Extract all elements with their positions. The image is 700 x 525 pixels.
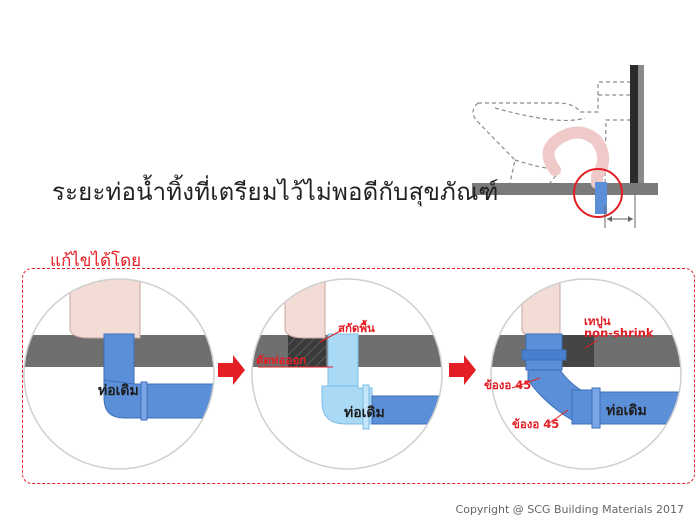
panel-3-border (490, 278, 682, 470)
panel-2-scene (252, 279, 442, 469)
elbow-label-2: ข้องอ 45 (512, 417, 560, 431)
leader-line (547, 409, 569, 425)
panel-2-border (251, 278, 443, 470)
headline: ระยะท่อน้ำทิ้งที่เตรียมไว้ไม่พอดีกับสุขภ… (52, 178, 499, 206)
floor-slab (472, 183, 658, 195)
arrow-icon (218, 355, 245, 385)
leader-line (584, 339, 599, 349)
leader-line (319, 329, 343, 343)
cut-pipe-label: ตัดท่อออก (256, 353, 307, 367)
solution-box (22, 268, 695, 484)
toilet-trap (542, 126, 610, 189)
fix-title: แก้ไขได้โดย (50, 251, 142, 271)
panel-1-border (23, 278, 215, 470)
cut-floor-label: สกัดพื้น (338, 321, 375, 335)
wall (630, 65, 638, 191)
copyright: Copyright @ SCG Building Materials 2017 (455, 503, 684, 516)
panel-3-pipe-label: ท่อเดิม (606, 403, 647, 419)
leader-line (511, 377, 541, 389)
mortar-label: เทปูน (584, 314, 611, 328)
panel-2-pipe-label: ท่อเดิม (344, 405, 385, 421)
wall-edge (638, 65, 644, 191)
panel-1-pipe-label: ท่อเดิม (98, 383, 139, 399)
highlight-circle (573, 168, 623, 218)
mortar-sub-label: non-shrink (584, 326, 654, 340)
arrow-icon (449, 355, 476, 385)
elbow-label-1: ข้องอ 45 (484, 378, 532, 392)
panel-1-scene (24, 279, 214, 469)
drain-pipe (595, 182, 607, 214)
